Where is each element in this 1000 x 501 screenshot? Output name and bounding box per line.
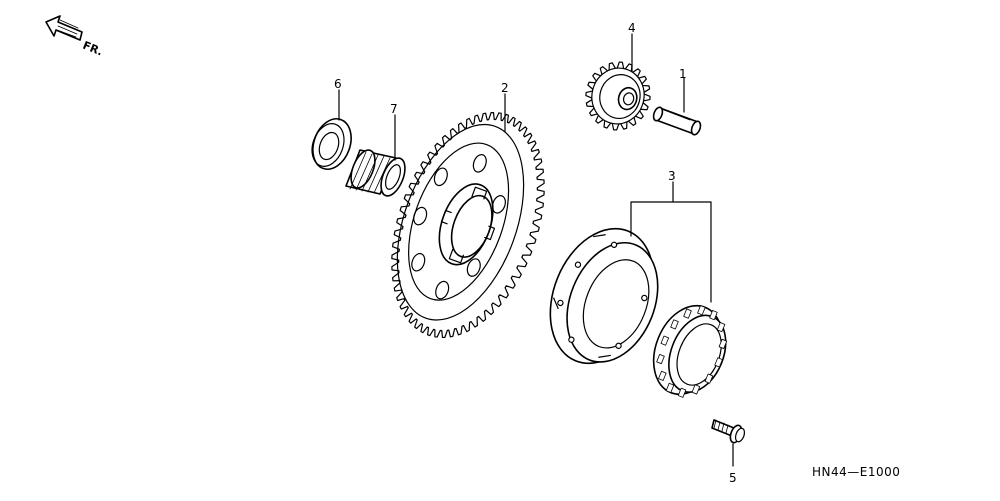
needle-bearing-part-7 xyxy=(345,149,406,197)
clutch-roller xyxy=(714,357,723,368)
callout-3: 3 xyxy=(668,169,676,183)
callout-5: 5 xyxy=(729,471,737,485)
bolt-part-5 xyxy=(711,419,746,444)
clutch-roller xyxy=(704,373,714,384)
clutch-roller xyxy=(677,387,687,398)
clutch-outer-part-3 xyxy=(549,227,659,365)
callout-6: 6 xyxy=(334,77,342,91)
clutch-roller xyxy=(670,319,679,330)
callout-4: 4 xyxy=(628,21,636,35)
callout-1: 1 xyxy=(679,67,687,81)
direction-label: FR. xyxy=(81,39,105,59)
callout-numbers: 1 2 3 4 5 6 7 xyxy=(334,21,737,485)
driven-gear-part-2 xyxy=(391,111,545,339)
shaft-part-1 xyxy=(652,106,702,136)
one-way-clutch-part-3 xyxy=(652,304,728,398)
clutch-roller xyxy=(697,305,706,316)
clutch-roller xyxy=(660,335,670,346)
diagram-code: HN44—E1000 xyxy=(812,465,900,479)
front-direction-arrow: FR. xyxy=(45,15,105,59)
clutch-roller xyxy=(709,310,718,321)
callout-7: 7 xyxy=(390,102,398,116)
clutch-roller xyxy=(658,370,667,381)
clutch-roller xyxy=(691,384,701,395)
leader-lines xyxy=(338,33,734,467)
clutch-roller xyxy=(718,338,728,349)
clutch-roller xyxy=(683,308,692,319)
clutch-roller xyxy=(665,382,675,393)
clutch-roller xyxy=(656,354,665,365)
callout-2: 2 xyxy=(501,81,509,95)
idler-gear-part-4 xyxy=(585,61,651,131)
washer-part-6 xyxy=(311,118,352,170)
clutch-roller xyxy=(716,322,726,333)
